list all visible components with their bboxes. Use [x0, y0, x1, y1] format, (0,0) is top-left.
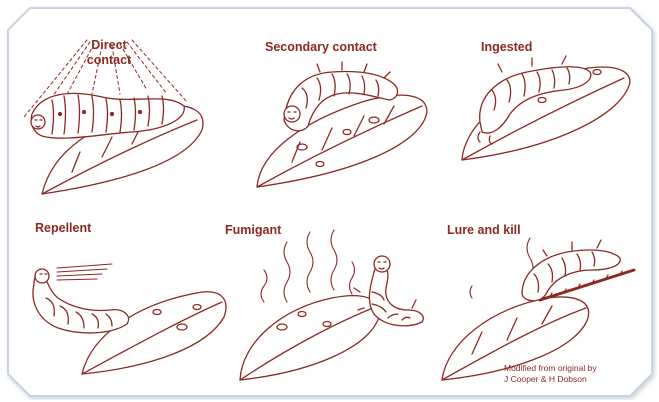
secondary-contact-label: Secondary contact: [265, 40, 377, 54]
secondary-contact-illustration: [256, 61, 428, 188]
lure-and-kill-label: Lure and kill: [447, 223, 521, 237]
repellent-illustration: [32, 263, 227, 375]
direct-contact-label: Direct contact: [74, 38, 144, 68]
direct-contact-label-line1: Direct: [91, 38, 127, 52]
credit-text: Modified from original by J Cooper & H D…: [504, 363, 597, 385]
fumigant-label: Fumigant: [225, 223, 282, 237]
credit-line2: J Cooper & H Dobson: [504, 374, 587, 384]
ingested-illustration: [461, 55, 631, 161]
lure-and-kill-illustration: [441, 237, 636, 381]
direct-contact-illustration: [23, 39, 204, 195]
direct-contact-label-line2: contact: [86, 53, 132, 67]
fumigant-illustration: [239, 229, 424, 381]
repellent-label: Repellent: [35, 221, 92, 235]
ingested-label: Ingested: [481, 40, 533, 54]
credit-line1: Modified from original by: [504, 363, 597, 373]
